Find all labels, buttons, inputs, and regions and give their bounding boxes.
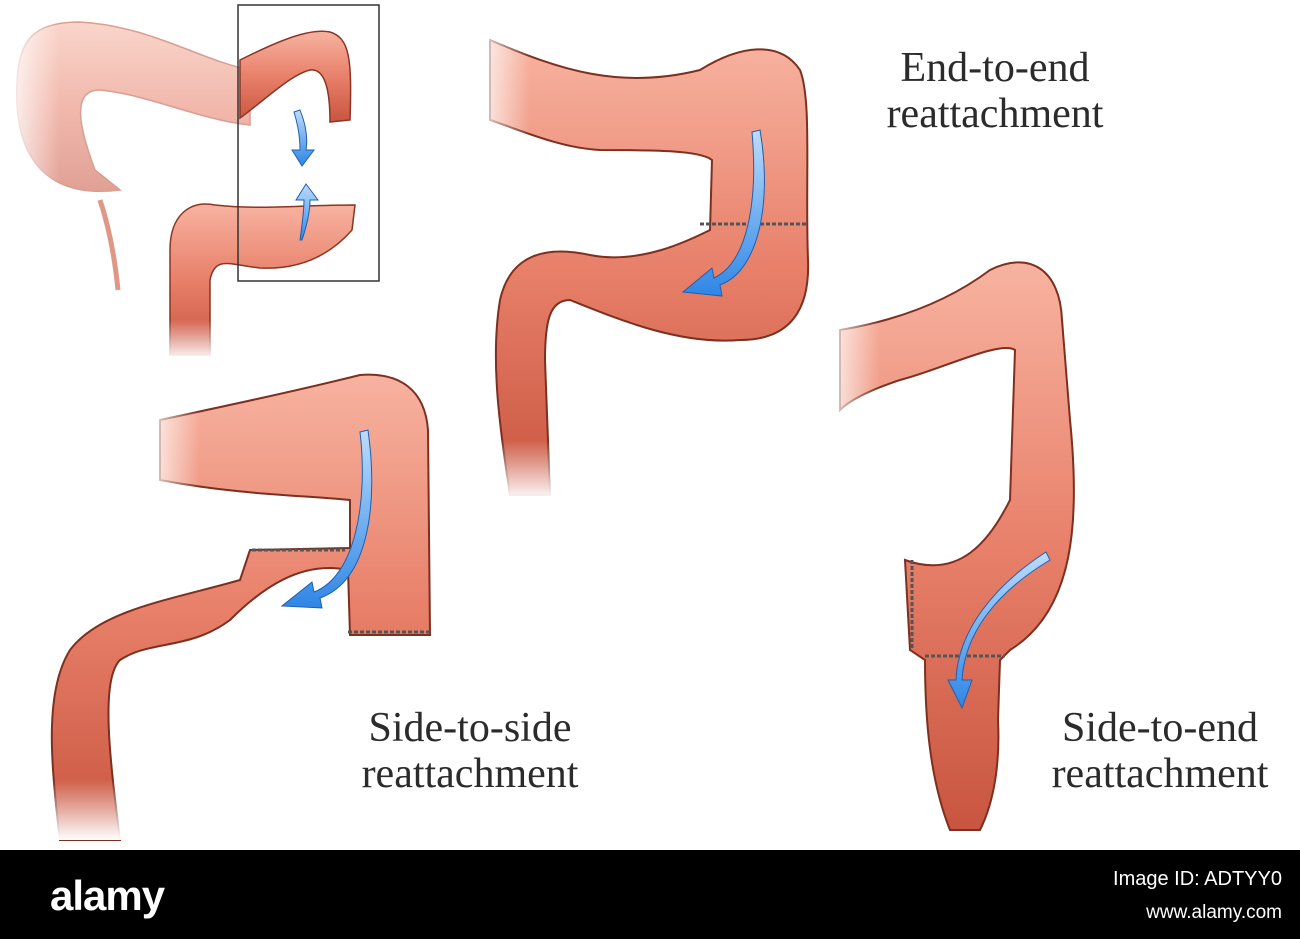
alamy-logo[interactable]: alamy [50, 872, 165, 919]
end-to-end-fade-bottom [490, 440, 560, 500]
side-to-side-fade-left [140, 400, 200, 500]
overview-colon-lower [169, 203, 356, 356]
caption-end-to-end: End-to-end reattachment [850, 45, 1140, 137]
caption-side-to-end-line2: reattachment [1051, 751, 1269, 797]
caption-side-to-end-line1: Side-to-end [1062, 705, 1258, 751]
caption-end-to-end-line1: End-to-end [900, 45, 1090, 91]
caption-end-to-end-line2: reattachment [886, 91, 1104, 137]
overview-panel [0, 4, 380, 360]
side-to-side-flow-arrow [280, 429, 373, 609]
side-to-side-colon [50, 373, 432, 841]
colon-reattachment-diagram [0, 4, 1075, 841]
caption-side-to-end: Side-to-end reattachment [1020, 705, 1300, 797]
detail-frame [237, 4, 380, 282]
overview-fade-left [0, 10, 60, 310]
end-to-end-fade-left [470, 20, 530, 140]
end-to-end-colon [489, 38, 810, 496]
end-to-end-panel [470, 20, 810, 500]
side-to-side-panel [50, 373, 432, 841]
overview-fade-bottom [160, 320, 220, 360]
appendix [97, 199, 121, 291]
overview-colon-upper [239, 30, 352, 123]
footer-bar: alamy Image ID: ADTYY0 www.alamy.com [0, 850, 1300, 939]
image-id-label: Image ID: ADTYY0 [1113, 868, 1282, 890]
caption-side-to-side: Side-to-side reattachment [325, 705, 615, 797]
side-to-end-panel [820, 261, 1075, 831]
side-to-end-fade-left [820, 310, 880, 430]
caption-side-to-side-line2: reattachment [361, 751, 579, 797]
side-to-end-flow-arrow [947, 551, 1051, 710]
site-url-link[interactable]: www.alamy.com [1146, 902, 1282, 923]
side-to-end-colon [839, 261, 1075, 831]
end-to-end-flow-arrow [681, 129, 765, 297]
side-to-side-fade-bottom [50, 780, 140, 840]
up-arrow-icon [295, 183, 319, 241]
down-arrow-icon [291, 109, 315, 167]
caption-side-to-side-line1: Side-to-side [368, 705, 572, 751]
